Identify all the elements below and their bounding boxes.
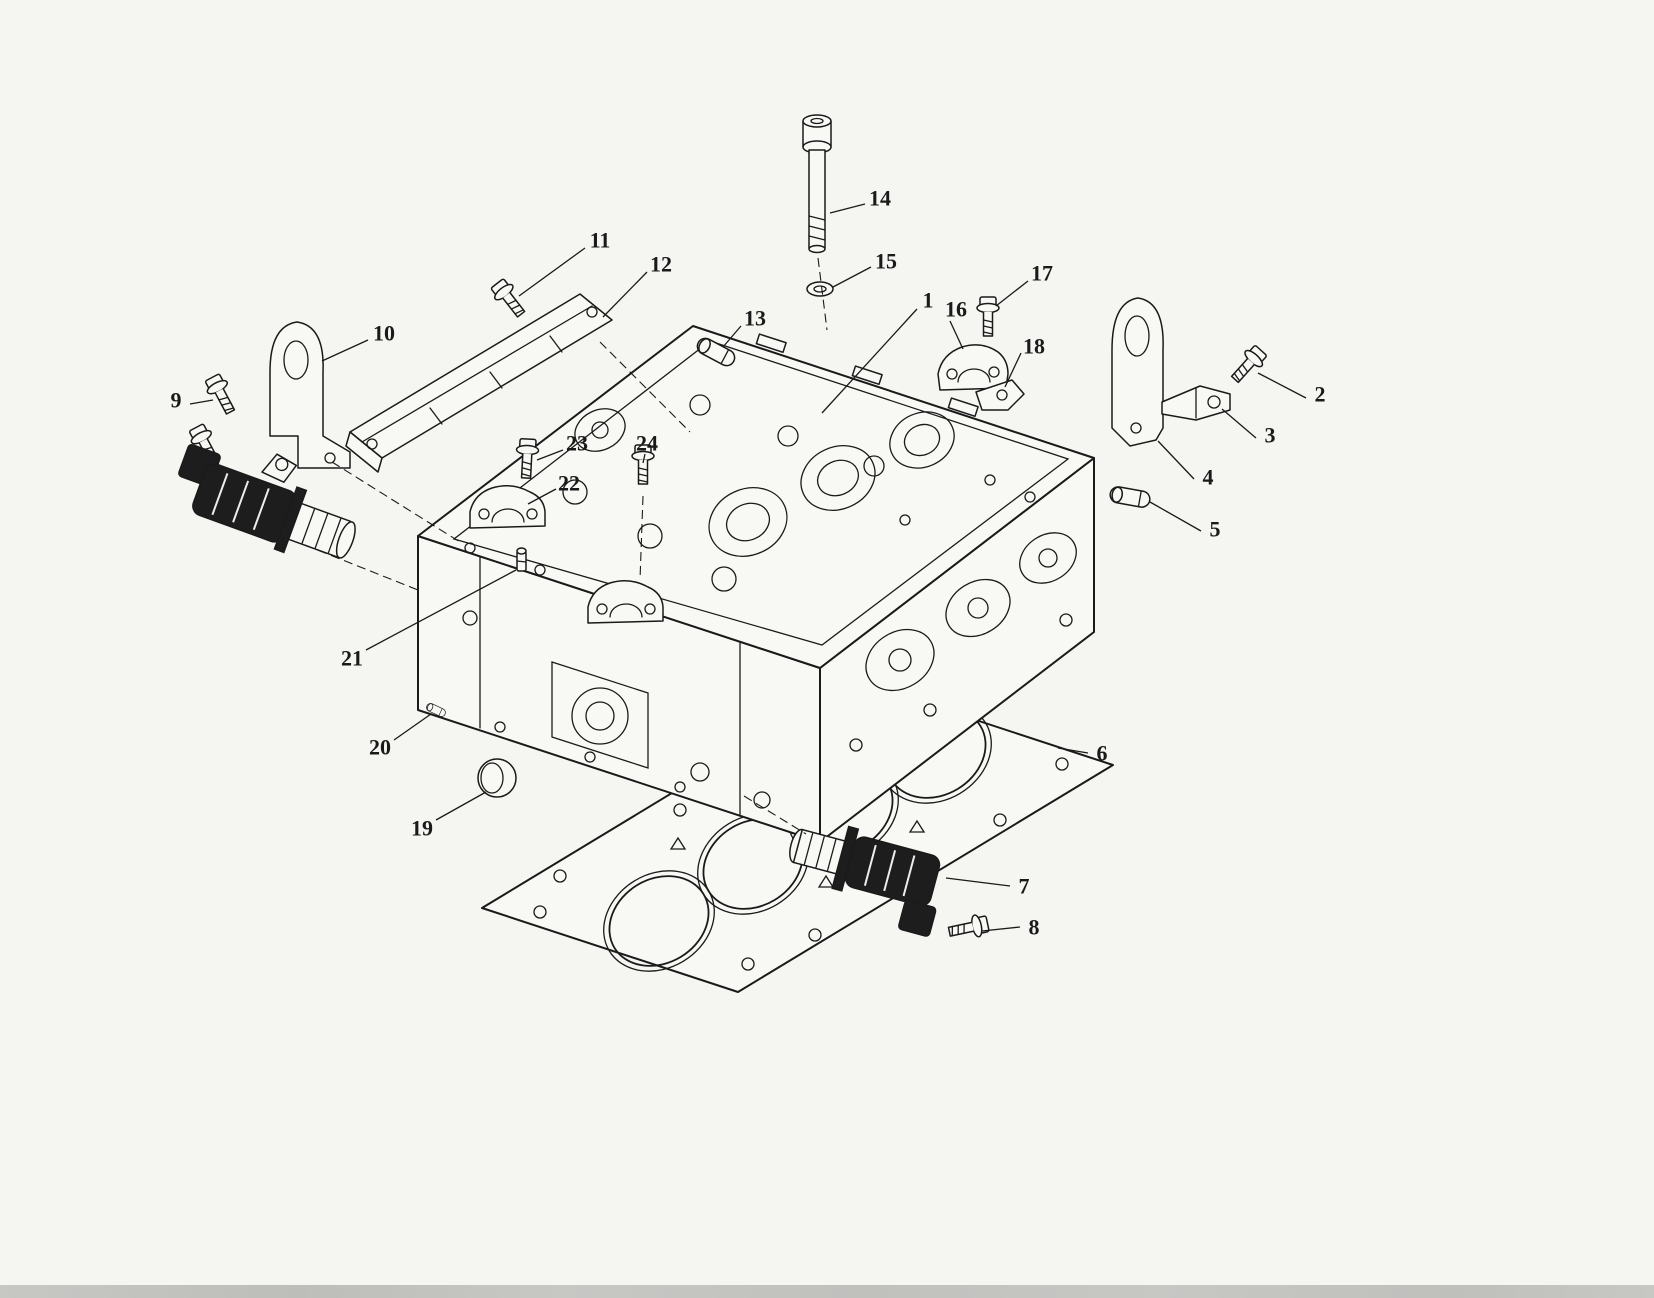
callout-6-label: 6: [1097, 741, 1108, 766]
callout-5-label: 5: [1210, 517, 1221, 542]
bolt-solenoid-right: [946, 912, 991, 944]
heat-shield-plate: [345, 293, 613, 473]
callout-1-label: 1: [923, 288, 934, 313]
callout-16-leader: [949, 320, 964, 350]
callout-9-label: 9: [171, 388, 182, 413]
callout-15-leader: [832, 266, 872, 288]
callout-24-label: 24: [636, 431, 658, 456]
callout-8-label: 8: [1029, 915, 1040, 940]
callout-4-leader: [1157, 440, 1195, 480]
callout-17-label: 17: [1031, 261, 1053, 286]
callout-13-label: 13: [744, 306, 766, 331]
callout-16-label: 16: [945, 297, 967, 322]
callout-10-leader: [321, 339, 369, 362]
bolt-washer: [806, 281, 834, 297]
callout-7-label: 7: [1019, 874, 1030, 899]
lifting-eye-left: [269, 321, 351, 469]
callout-18-label: 18: [1023, 334, 1045, 359]
callout-9-leader: [189, 399, 214, 405]
vvt-solenoid-left: [178, 443, 356, 559]
callout-19-label: 19: [411, 816, 433, 841]
camshaft-cap-rear: [937, 344, 1009, 391]
head-bolt-long: [802, 114, 832, 254]
bolt-rear-cap: [976, 296, 1000, 337]
cup-plug: [477, 758, 517, 798]
vvt-solenoid-right: [789, 825, 941, 937]
callout-8-leader: [981, 926, 1021, 932]
callout-6-leader: [1057, 747, 1089, 754]
bolt-solenoid-left-upper: [201, 371, 241, 418]
callout-23-label: 23: [566, 431, 588, 456]
callout-23-leader: [536, 449, 564, 461]
callout-21-label: 21: [341, 646, 363, 671]
callout-14-label: 14: [869, 186, 891, 211]
callout-7-leader: [945, 877, 1011, 887]
callout-12-leader: [602, 271, 648, 318]
bolt-shield: [487, 275, 531, 322]
callout-4-label: 4: [1203, 465, 1214, 490]
callout-21-leader: [365, 569, 517, 651]
callout-3-leader: [1221, 408, 1257, 439]
callout-22-leader: [527, 488, 557, 505]
callout-13-leader: [722, 325, 742, 348]
callout-15-label: 15: [875, 249, 897, 274]
bolt-bracket-right: [1226, 342, 1270, 388]
callout-22-label: 22: [558, 471, 580, 496]
callout-11-leader: [518, 247, 586, 297]
callout-12-label: 12: [650, 252, 672, 277]
rear-bracket: [975, 379, 1025, 411]
assembly-axis-lines: [304, 257, 828, 835]
callout-14-leader: [829, 203, 866, 214]
callout-20-leader: [393, 713, 432, 741]
lifting-eye-right: [1111, 297, 1164, 447]
callout-17-leader: [995, 280, 1029, 307]
callout-19-leader: [435, 791, 487, 821]
callout-1-leader: [821, 308, 918, 414]
callout-18-leader: [1004, 352, 1022, 388]
callout-24-leader: [642, 453, 646, 464]
callout-10-label: 10: [373, 321, 395, 346]
camshaft-cap-middle: [587, 580, 664, 624]
stud-plug: [516, 547, 527, 572]
support-bracket: [1161, 385, 1231, 421]
callout-2-label: 2: [1315, 382, 1326, 407]
camshaft-cap-front: [469, 485, 546, 529]
callout-3-label: 3: [1265, 423, 1276, 448]
dowel-pin-right: [1108, 484, 1152, 510]
cylinder-head: [417, 325, 1095, 843]
callout-20-label: 20: [369, 735, 391, 760]
callout-11-label: 11: [590, 228, 611, 253]
bottom-cropped-content: [0, 1285, 1654, 1298]
callout-5-leader: [1149, 501, 1202, 532]
callout-2-leader: [1257, 372, 1307, 399]
